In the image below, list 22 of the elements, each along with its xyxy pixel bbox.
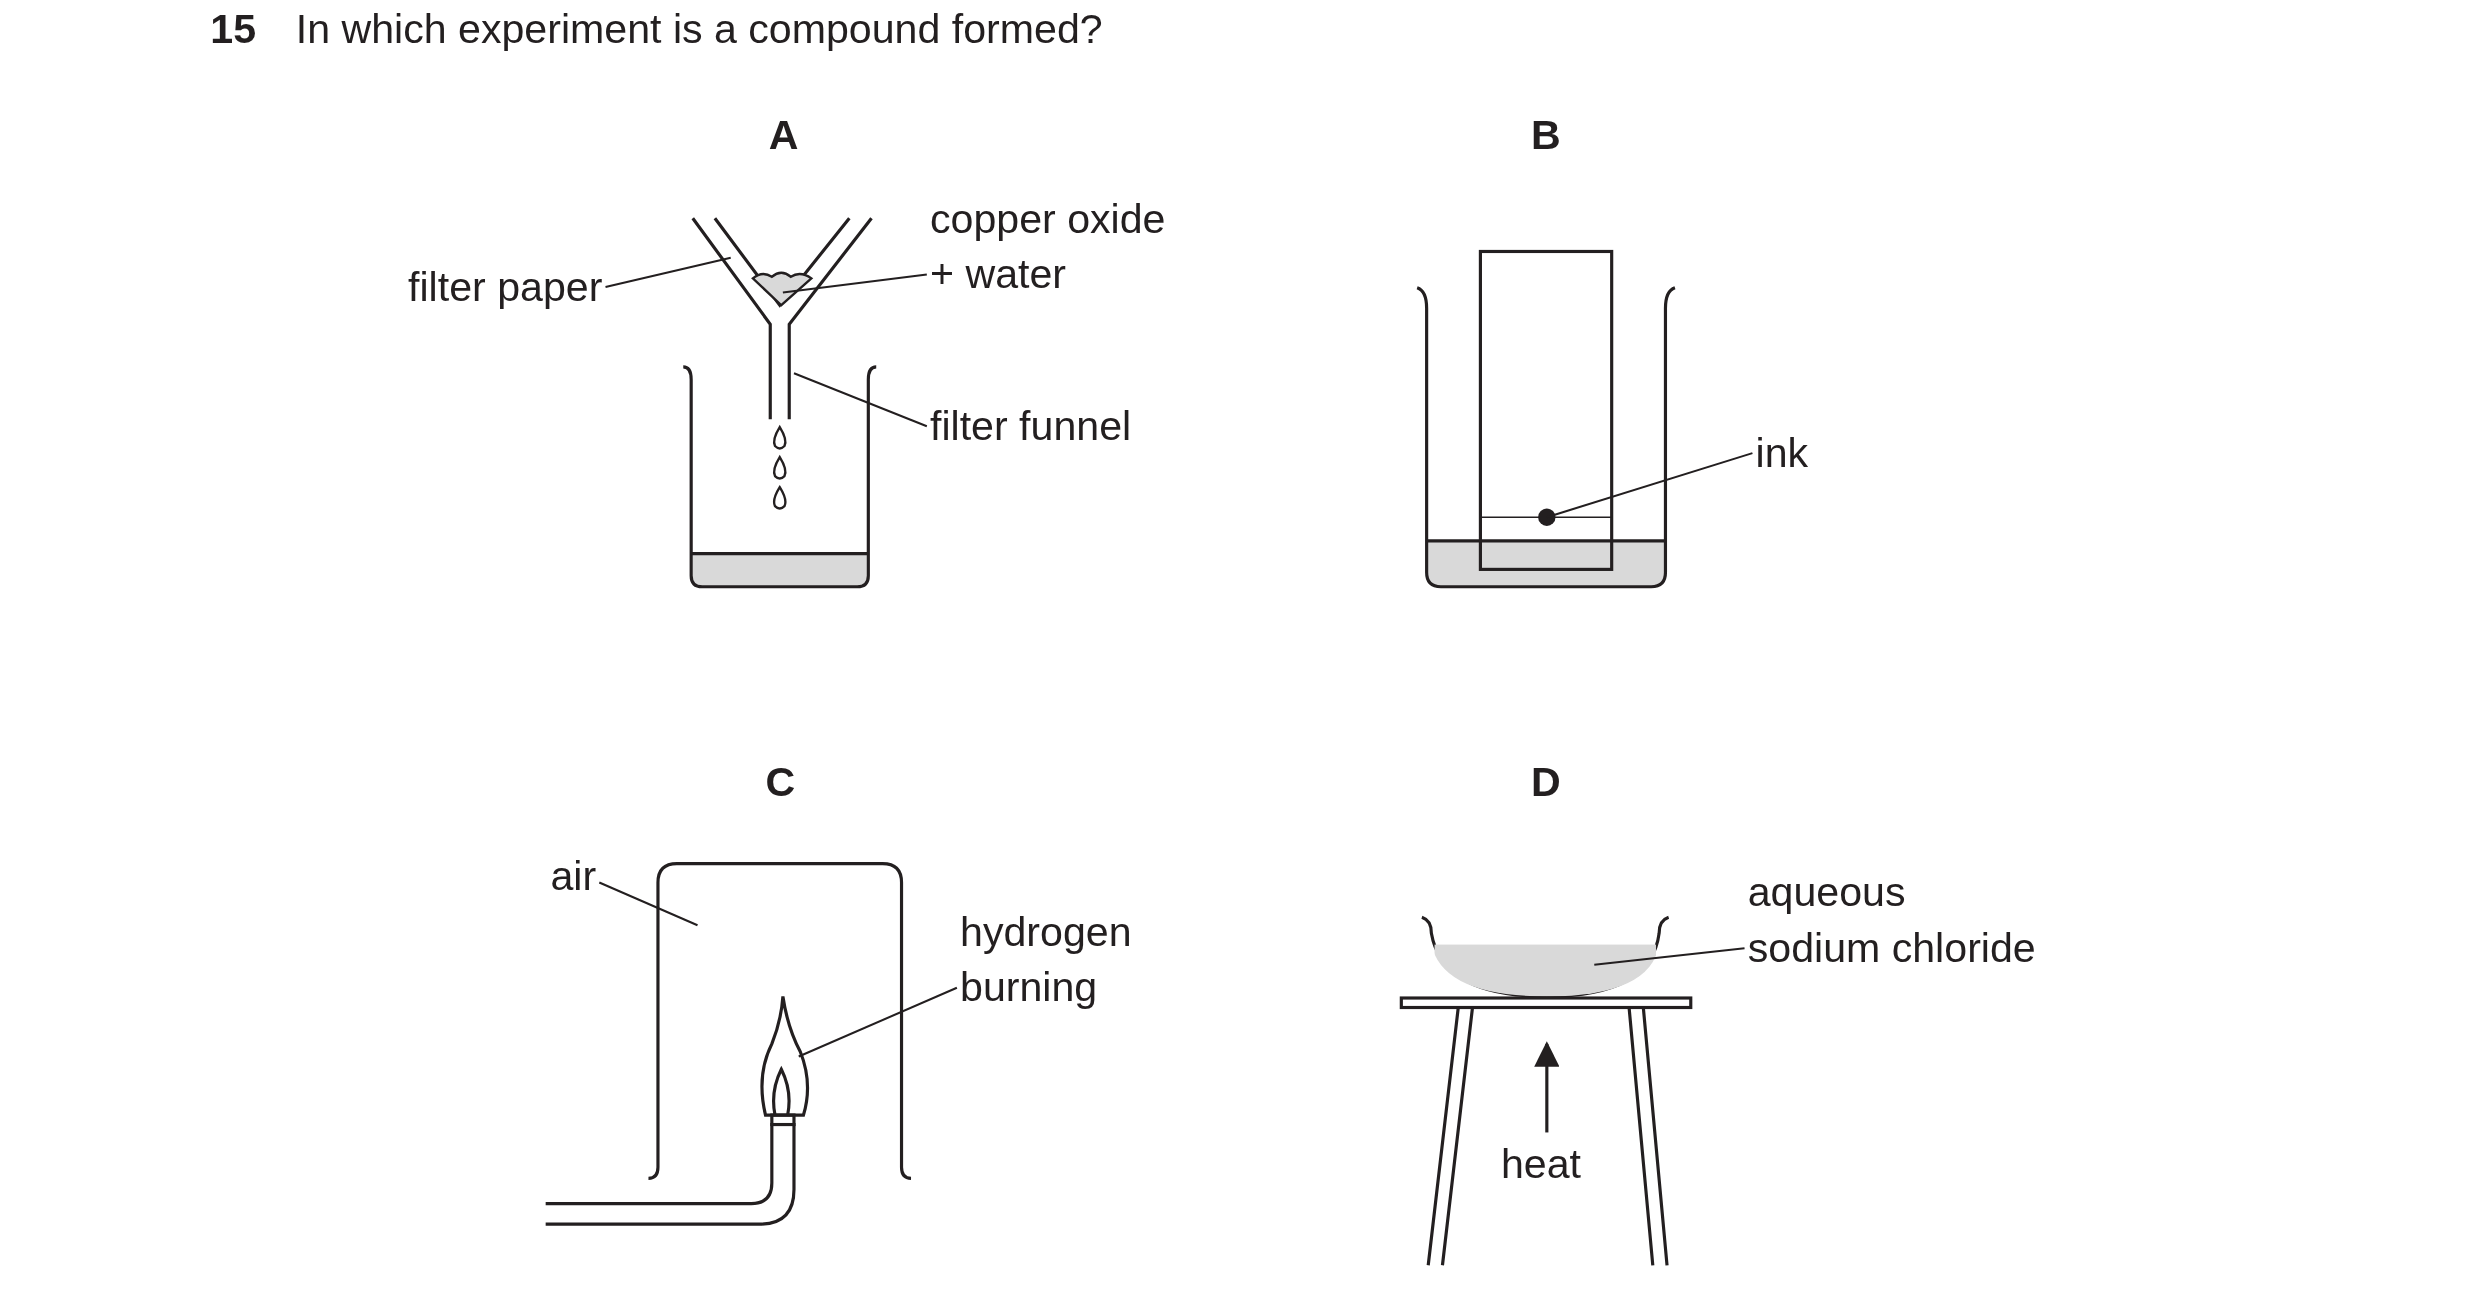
question-text: In which experiment is a compound formed? (295, 3, 1103, 54)
option-letter: B (1531, 109, 1561, 160)
leader-line (598, 881, 698, 927)
bell-jar (647, 862, 912, 1180)
callout-label: hydrogen burning (960, 904, 1132, 1016)
ink-spot (1538, 508, 1556, 526)
leader-line (1594, 947, 1745, 966)
filter-funnel (691, 216, 874, 421)
leader-line (605, 256, 731, 289)
leader-line (798, 986, 958, 1058)
option-letter: D (1531, 756, 1561, 807)
callout-label: ink (1755, 425, 1809, 481)
heat-label: heat (1500, 1139, 1581, 1190)
leader-line (793, 372, 928, 428)
callout-label: air (550, 849, 597, 905)
question-number: 15 (210, 3, 257, 54)
callout-label: filter funnel (930, 398, 1132, 454)
callout-label: copper oxide + water (930, 191, 1166, 303)
callout-label: filter paper (408, 259, 603, 315)
option-letter: A (768, 109, 799, 160)
callout-label: aqueous sodium chloride (1747, 865, 2036, 976)
option-letter: C (765, 756, 796, 807)
